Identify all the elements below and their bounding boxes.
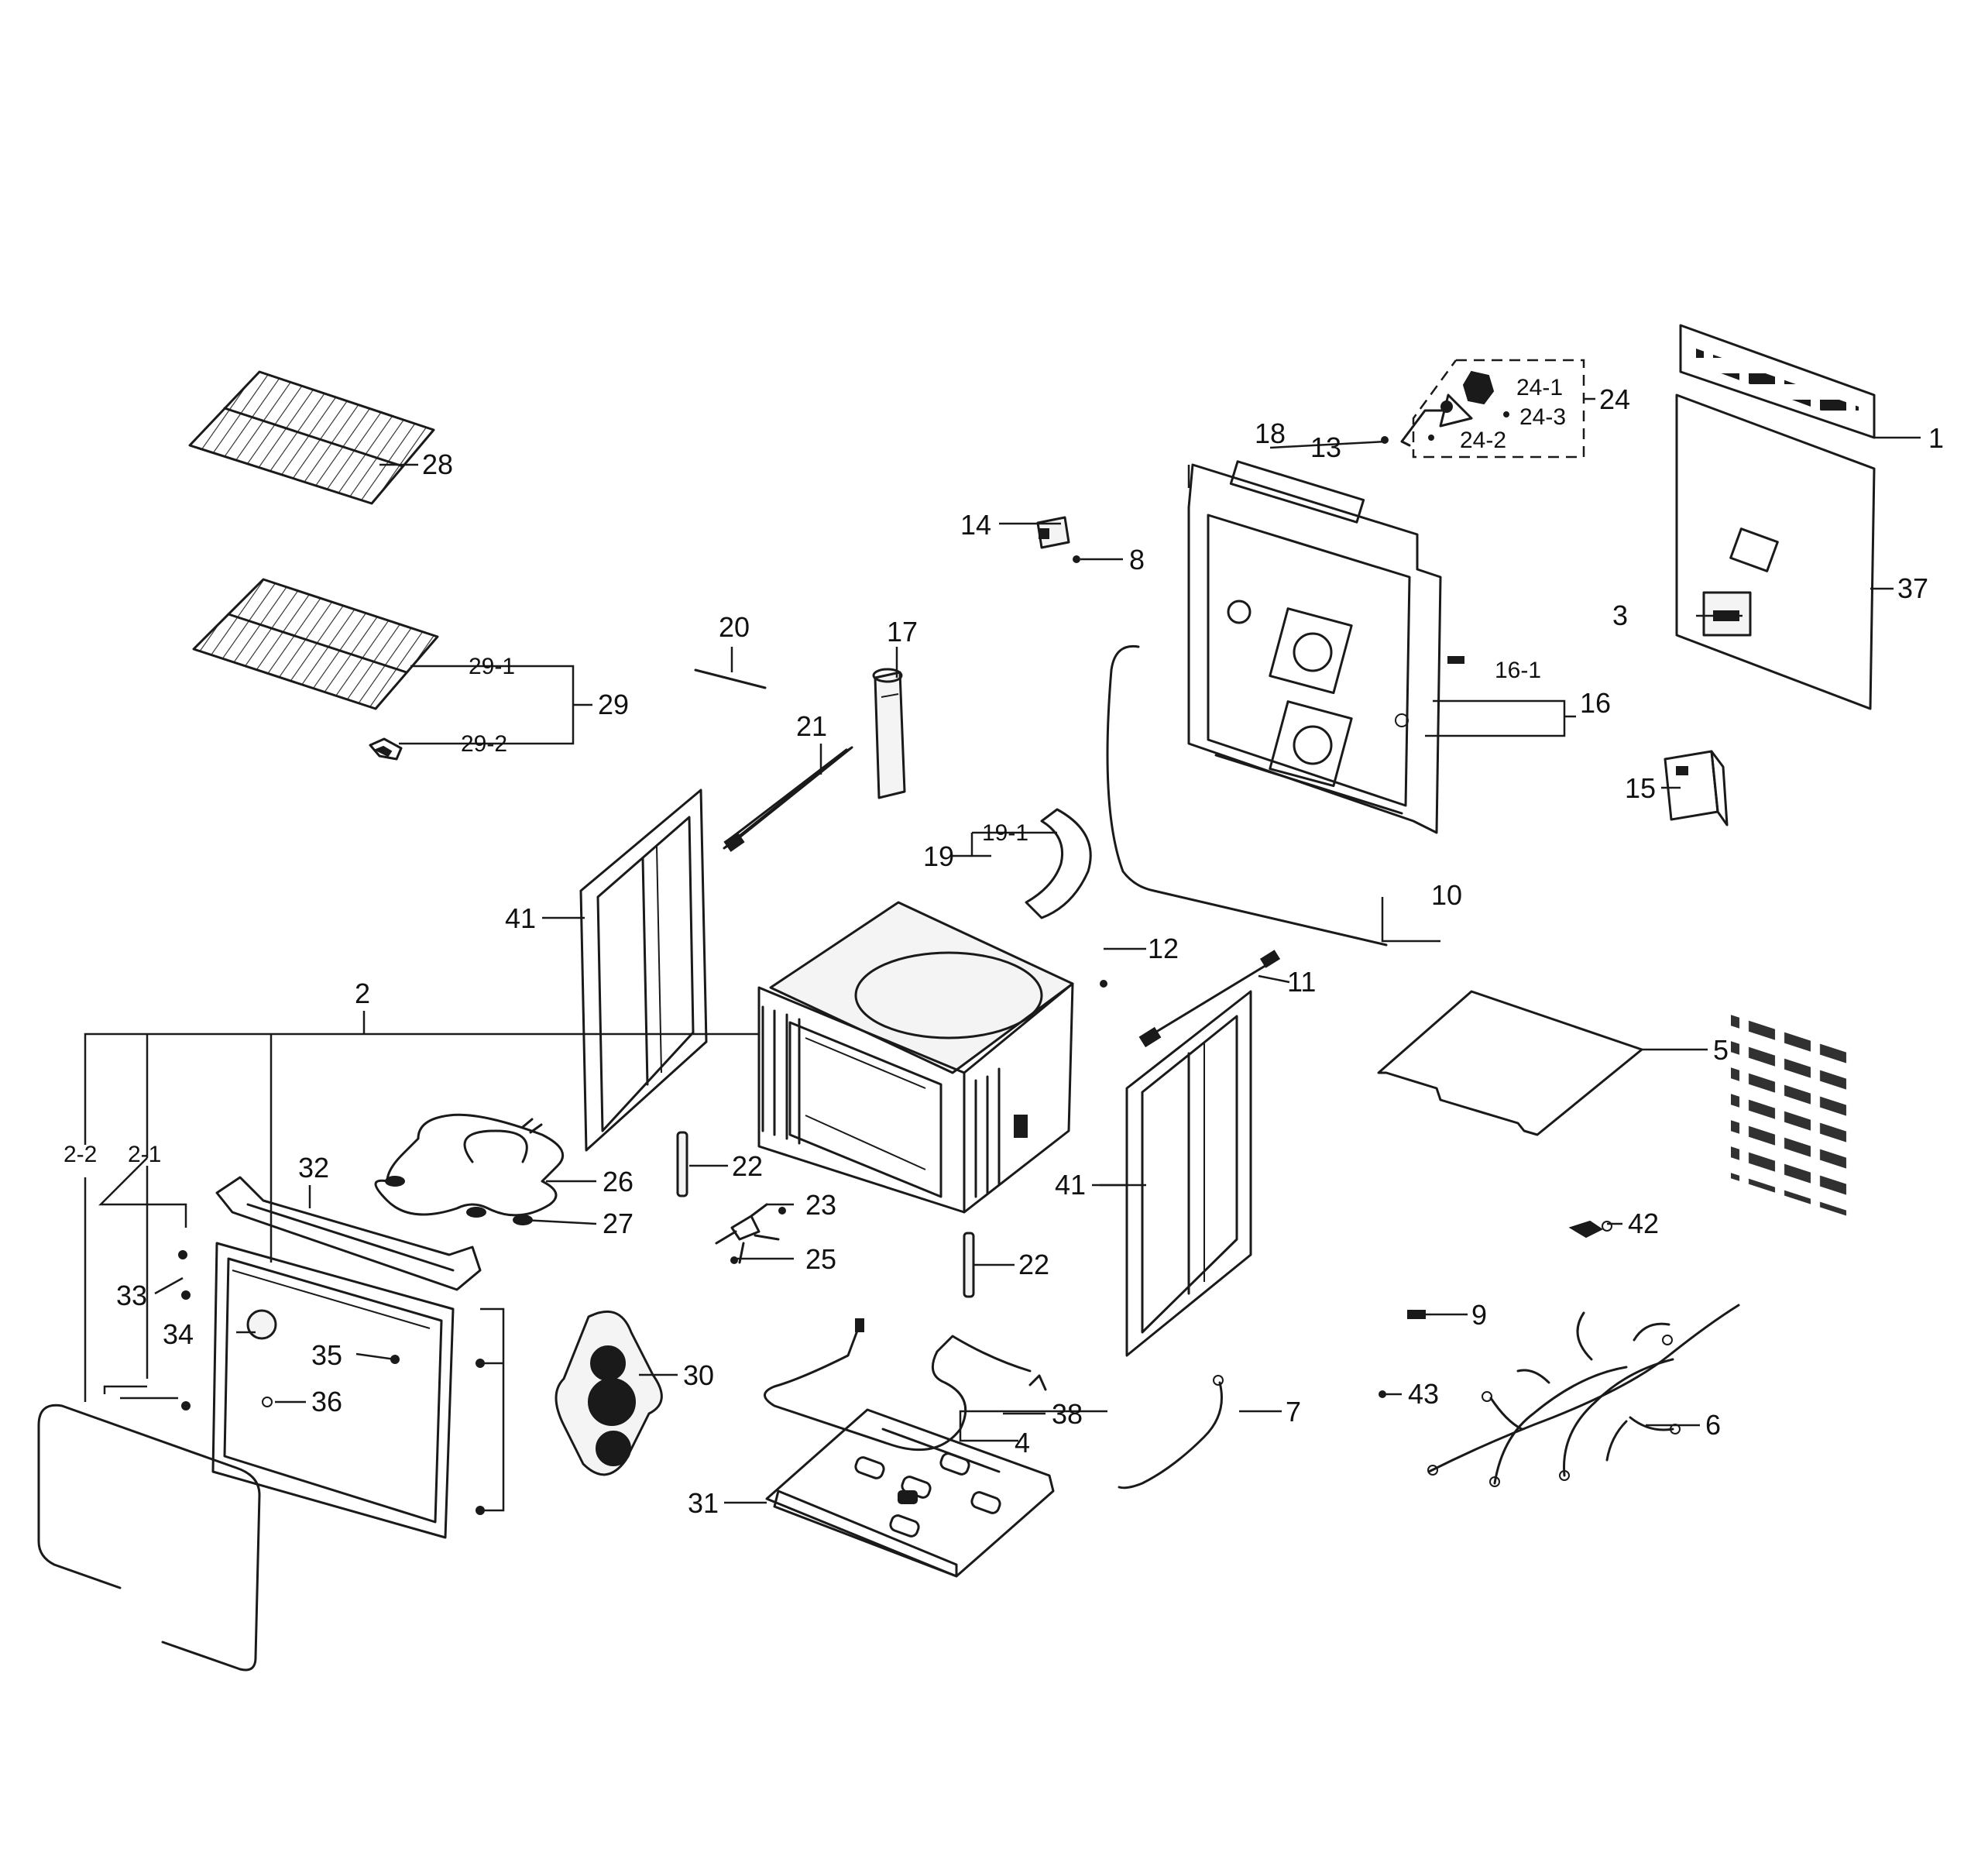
leader-lines [84,397,1921,1512]
callout-24-1: 24-1 [1516,375,1563,400]
callout-13: 13 [1310,431,1341,463]
door-gasket [37,1404,261,1672]
right-side-panel [1125,990,1252,1357]
callout-2: 2 [355,978,370,1009]
small-screws [1073,411,1509,988]
callout-6: 6 [1705,1409,1721,1441]
callout-24: 24 [1599,383,1630,415]
callout-25: 25 [805,1243,836,1275]
switch [1036,516,1070,549]
broil-element [374,1113,565,1225]
callout-12: 12 [1148,933,1179,964]
callout-18: 18 [1255,417,1286,449]
callout-24-3: 24-3 [1519,404,1566,430]
callout-5: 5 [1713,1034,1729,1066]
callout-19: 19 [923,840,954,872]
callout-7: 7 [1286,1396,1301,1428]
slide-rail-upper [676,1131,688,1197]
small-part-9 [1407,1310,1426,1319]
callout-41b: 41 [1055,1169,1086,1201]
callout-11: 11 [1287,966,1316,998]
bake-element [764,1318,1047,1452]
callout-23: 23 [805,1189,836,1221]
callout-16: 16 [1580,687,1611,719]
callout-9: 9 [1471,1299,1487,1331]
callout-3: 3 [1612,600,1628,631]
left-bracket [723,746,853,852]
callout-42: 42 [1628,1208,1659,1239]
callout-24-2: 24-2 [1460,428,1506,453]
bottom-cover [1377,990,1643,1136]
thermostat-assembly [1400,359,1585,459]
probe-wire [1118,1375,1224,1489]
upper-oven-rack [188,370,435,505]
callout-26: 26 [603,1166,633,1197]
callout-17: 17 [887,616,918,648]
callout-43: 43 [1408,1378,1439,1410]
callout-27: 27 [603,1208,633,1239]
convection-fan-cover [555,1310,663,1476]
rear-wall [1187,460,1442,834]
callout-1: 1 [1928,422,1944,454]
curved-duct [1025,808,1092,919]
callout-22a: 22 [732,1150,763,1182]
callout-10: 10 [1431,879,1462,911]
callout-31: 31 [688,1487,719,1519]
lower-oven-rack [192,578,439,710]
callout-33: 33 [116,1280,147,1311]
oven-floor [765,1408,1055,1578]
callout-2-2: 2-2 [64,1142,97,1167]
rear-gasket [1106,644,1388,947]
sensor-tube [872,668,906,799]
right-bracket [1138,950,1281,1048]
callout-labels: 1 2 2-1 2-2 3 4 5 6 7 8 9 10 11 12 13 14… [64,375,1944,1519]
callout-30: 30 [683,1359,714,1391]
callout-29-2: 29-2 [461,731,507,757]
callout-35: 35 [311,1339,342,1371]
callout-41a: 41 [505,902,536,934]
callout-2-1: 2-1 [128,1142,161,1167]
rod [694,668,767,689]
oven-door-inner [178,1242,485,1539]
callout-20: 20 [719,611,750,643]
door-top-trim [215,1176,482,1291]
callout-36: 36 [311,1386,342,1417]
callout-37: 37 [1897,572,1928,604]
left-side-panel [579,789,708,1152]
callout-29-1: 29-1 [469,654,515,679]
callout-16-1: 16-1 [1495,658,1541,683]
callout-8: 8 [1129,544,1145,576]
callout-14: 14 [960,509,991,541]
rack-clip [369,737,403,761]
callout-21: 21 [796,710,827,742]
connector [1568,1220,1612,1239]
callout-28: 28 [422,448,453,480]
wire-harness [1427,1304,1740,1487]
callout-32: 32 [298,1152,329,1184]
callout-4: 4 [1015,1427,1030,1459]
callout-22b: 22 [1018,1249,1049,1280]
callout-19-1: 19-1 [982,820,1028,846]
control-bracket [1664,750,1729,826]
back-panel [1675,393,1876,1218]
probe-assembly [715,1203,786,1264]
callout-15: 15 [1625,772,1656,804]
callout-38: 38 [1052,1398,1083,1430]
slide-rail-lower [963,1232,975,1298]
callout-29: 29 [598,689,629,720]
callout-34: 34 [163,1318,194,1350]
oven-cavity [757,901,1074,1214]
top-vent-trim [1679,324,1876,439]
